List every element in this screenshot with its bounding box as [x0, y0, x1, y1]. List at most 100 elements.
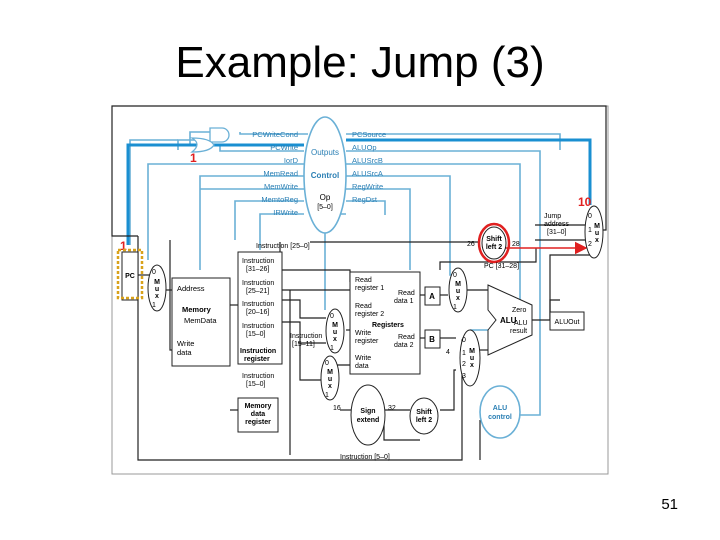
alusrca-mux [448, 267, 468, 313]
svg-text:control: control [488, 414, 512, 421]
reg-a [424, 286, 441, 306]
svg-text:x: x [333, 336, 337, 343]
bit-32-label: 32 [388, 405, 396, 412]
svg-text:u: u [328, 376, 332, 383]
pc-label: PC [125, 273, 135, 280]
control-unit-label: Control [311, 171, 339, 180]
signal-pcwritecond: PCWriteCond [252, 130, 298, 139]
svg-text:Memory: Memory [182, 305, 212, 314]
svg-text:u: u [333, 329, 337, 336]
reg-b [424, 329, 441, 349]
bit-26-label: 26 [467, 241, 475, 248]
signal-aluop: ALUOp [352, 143, 377, 152]
svg-text:left 2: left 2 [416, 417, 432, 424]
svg-text:register 1: register 1 [355, 285, 384, 292]
svg-text:Memory: Memory [245, 403, 272, 410]
svg-text:x: x [595, 237, 599, 244]
svg-text:Read: Read [398, 334, 415, 341]
instruction-5-0-label: Instruction [5–0] [340, 454, 390, 461]
pc-value-annotation: 1 [120, 239, 127, 253]
aluout-register [549, 311, 585, 331]
svg-text:Address: Address [177, 284, 205, 293]
svg-text:[20–16]: [20–16] [246, 309, 269, 316]
svg-text:M: M [154, 279, 160, 286]
svg-text:register: register [355, 338, 379, 345]
const-4-label: 4 [446, 349, 450, 356]
svg-text:0: 0 [453, 272, 457, 279]
svg-text:Instruction: Instruction [290, 333, 322, 340]
signal-pcwrite: PCWrite [270, 143, 298, 152]
svg-text:data 1: data 1 [394, 298, 414, 305]
svg-text:Instruction: Instruction [242, 258, 274, 265]
svg-text:Sign: Sign [360, 408, 375, 415]
svg-text:[15–0]: [15–0] [246, 381, 266, 388]
slide-number: 51 [661, 496, 678, 513]
svg-text:u: u [155, 286, 159, 293]
instruction-15-11-label: Instruction [15–11] [290, 333, 322, 348]
svg-text:register: register [245, 419, 271, 426]
signal-irwrite: IRWrite [273, 208, 298, 217]
bit-16-label: 16 [333, 405, 341, 412]
svg-text:address: address [544, 221, 569, 228]
control-op-label: Op [320, 193, 331, 202]
alu-control [479, 385, 521, 439]
svg-text:[31–0]: [31–0] [547, 229, 567, 236]
svg-text:x: x [456, 295, 460, 302]
alu-result-label: ALU result [510, 320, 528, 335]
memory-labels: Address Memory MemData Write data [177, 284, 217, 357]
shift-left-2-top-highlight [477, 222, 511, 264]
svg-text:1: 1 [588, 227, 592, 234]
instruction-25-0-label: Instruction [25–0] [256, 243, 310, 250]
shift-left-2-bottom [409, 397, 439, 435]
pcwrite-value-annotation: 1 [190, 151, 197, 165]
svg-text:ALU: ALU [514, 320, 528, 327]
svg-text:left 2: left 2 [486, 244, 502, 251]
svg-text:0: 0 [325, 360, 329, 367]
svg-text:M: M [594, 223, 600, 230]
svg-text:u: u [456, 288, 460, 295]
sign-extend-labels: Sign extend [357, 408, 380, 424]
svg-text:M: M [455, 281, 461, 288]
svg-text:Read: Read [355, 277, 372, 284]
svg-text:register: register [244, 356, 270, 363]
svg-text:Read: Read [355, 303, 372, 310]
pc-register [121, 251, 139, 301]
control-op-bits: [5–0] [317, 204, 333, 211]
svg-text:data: data [355, 363, 369, 370]
pcwrite-logic-gates [189, 127, 230, 153]
shift-left-2-top-labels: Shift left 2 [486, 236, 503, 251]
svg-text:[31–26]: [31–26] [246, 266, 269, 273]
pcsource-active-line [346, 138, 592, 205]
pc-highlight-box [116, 248, 144, 300]
svg-text:Instruction: Instruction [240, 348, 276, 355]
signal-pcsource: PCSource [352, 130, 386, 139]
svg-text:[15–11]: [15–11] [292, 341, 315, 348]
svg-text:1: 1 [453, 304, 457, 311]
signal-alusrca: ALUSrcA [352, 169, 383, 178]
svg-text:data 2: data 2 [394, 342, 414, 349]
signal-alusrcb: ALUSrcB [352, 156, 383, 165]
svg-text:Shift: Shift [486, 236, 502, 243]
signal-memwrite: MemWrite [264, 182, 298, 191]
svg-text:Write: Write [177, 339, 194, 348]
svg-text:Jump: Jump [544, 213, 561, 220]
svg-text:Write: Write [355, 355, 371, 362]
svg-text:0: 0 [330, 313, 334, 320]
instruction-register-labels: Instruction [31–26] Instruction [25–21] … [240, 258, 276, 363]
svg-text:0: 0 [588, 213, 592, 220]
signal-memread: MemRead [263, 169, 298, 178]
svg-text:u: u [595, 230, 599, 237]
svg-text:Registers: Registers [372, 322, 404, 329]
memtoreg-mux [320, 355, 340, 401]
signal-regwrite: RegWrite [352, 182, 383, 191]
alu-label: ALU [500, 316, 517, 325]
regdst-mux [325, 308, 345, 354]
control-right-signal-labels: PCSource ALUOp ALUSrcB ALUSrcA RegWrite … [352, 130, 386, 204]
alu-control-labels: ALU control [488, 405, 512, 421]
svg-text:Instruction: Instruction [242, 373, 274, 380]
svg-text:2: 2 [462, 361, 466, 368]
svg-text:Instruction: Instruction [242, 280, 274, 287]
control-outputs-label: Outputs [311, 148, 339, 157]
memory-data-register [237, 397, 279, 433]
svg-text:Instruction: Instruction [242, 301, 274, 308]
